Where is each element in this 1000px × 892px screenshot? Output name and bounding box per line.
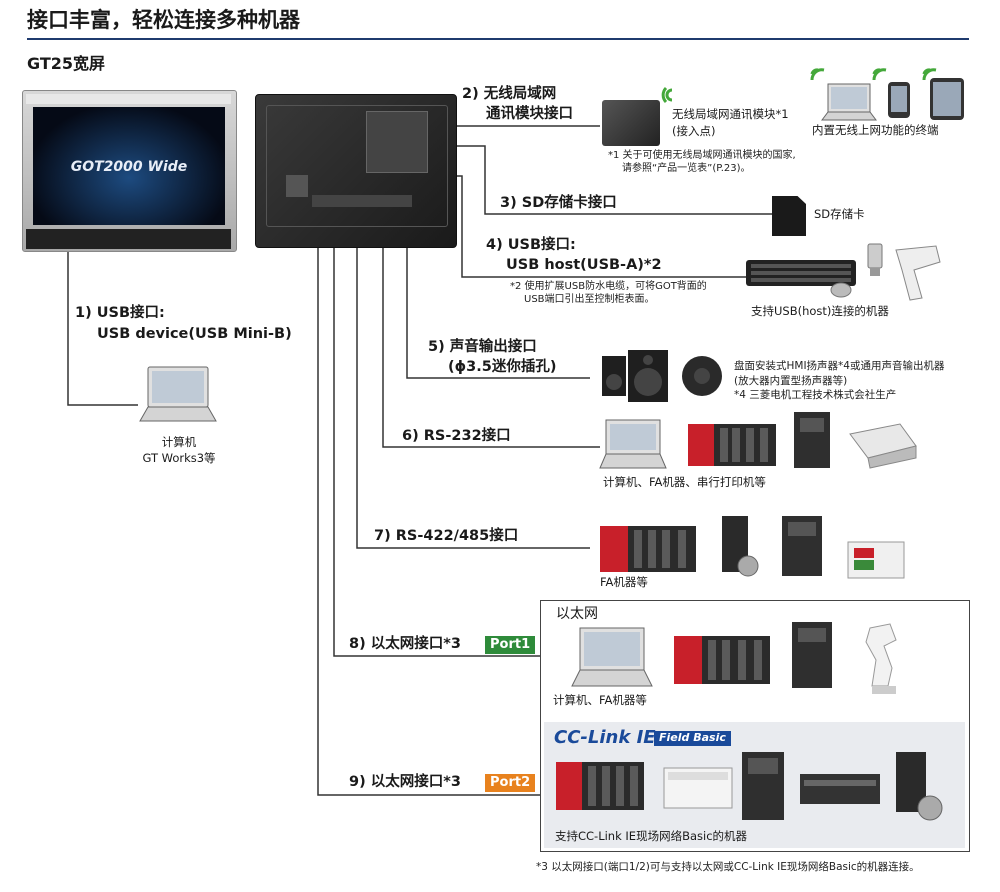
got-front-panel: GOT2000 Wide xyxy=(22,90,237,252)
line-audio xyxy=(406,202,590,379)
port2-badge: Port2 xyxy=(485,774,536,792)
line-usb-device xyxy=(67,246,138,406)
title-rule xyxy=(27,38,969,40)
got-screen: GOT2000 Wide xyxy=(33,107,225,225)
sd-card-label: SD存储卡 xyxy=(814,207,865,221)
cclink-devices-icons xyxy=(556,752,943,821)
usb-device-label-2: USB device(USB Mini-B) xyxy=(97,326,292,342)
line-eth1 xyxy=(333,202,540,657)
page-title: 接口丰富，轻松连接多种机器 xyxy=(27,8,300,32)
speakers-label-1: 盘面安装式HMI扬声器*4或通用声音输出机器 xyxy=(734,360,945,372)
ethernet-box-title: 以太网 xyxy=(556,606,598,622)
wlan-module-label-2: (接入点) xyxy=(672,124,716,138)
eth2-label: 9) 以太网接口*3 xyxy=(349,774,461,790)
wlan-label-2: 通讯模块接口 xyxy=(486,106,573,122)
ethernet-devices-icons xyxy=(571,622,897,694)
line-eth2 xyxy=(317,202,540,796)
page-subtitle: GT25宽屏 xyxy=(27,54,106,73)
computer-label-1: 计算机 xyxy=(161,435,197,449)
usb-host-label-2: USB host(USB-A)*2 xyxy=(506,257,662,273)
rs422-devices-icons xyxy=(600,516,905,579)
usb-host-note-1: *2 使用扩展USB防水电缆，可将GOT背面的 xyxy=(510,281,707,292)
ethernet-devices-label: 计算机、FA机器等 xyxy=(553,693,647,707)
sd-label: 3) SD存储卡接口 xyxy=(500,195,617,211)
usb-host-label-1: 4) USB接口: xyxy=(486,237,576,253)
rs422-devices-label: FA机器等 xyxy=(600,575,648,589)
cclink-devices-label: 支持CC-Link IE现场网络Basic的机器 xyxy=(555,829,748,843)
wlan-module-label-1: 无线局域网通讯模块*1 xyxy=(672,107,789,121)
line-rs232 xyxy=(382,202,600,448)
wlan-module-note-1: *1 关于可使用无线局域网通讯模块的国家, xyxy=(608,150,796,161)
wlan-module-note-2: 请参照“产品一览表”(P.23)。 xyxy=(622,163,751,174)
usb-host-devices-label: 支持USB(host)连接的机器 xyxy=(751,304,889,318)
usb-host-note-2: USB端口引出至控制柜表面。 xyxy=(524,294,655,305)
got-logo: GOT2000 Wide xyxy=(70,159,188,175)
wlan-label-1: 2) 无线局域网 xyxy=(462,86,557,102)
port1-badge: Port1 xyxy=(485,636,536,654)
wlan-module-image xyxy=(602,100,660,146)
laptop-icon xyxy=(139,366,217,422)
usb-host-devices-icons xyxy=(746,243,941,301)
cclink-logo: CC-Link IE xyxy=(554,727,656,748)
rs422-label: 7) RS-422/485接口 xyxy=(374,528,519,544)
rs232-devices-icons xyxy=(599,412,917,469)
eth1-label: 8) 以太网接口*3 xyxy=(349,636,461,652)
speakers-label-3: *4 三菱电机工程技术株式会社生产 xyxy=(734,389,897,401)
line-rs422 xyxy=(356,202,590,549)
got-back-panel xyxy=(255,94,457,248)
computer-label-2: GT Works3等 xyxy=(142,451,216,465)
terminals-label: 内置无线上网功能的终端 xyxy=(812,123,939,137)
rs232-devices-label: 计算机、FA机器、串行打印机等 xyxy=(603,475,766,489)
cclink-logo-sub: Field Basic xyxy=(654,731,731,746)
wifi-icon xyxy=(661,86,673,104)
speakers-label-2: (放大器内置型扬声器等) xyxy=(734,375,848,387)
wireless-terminals-icons xyxy=(810,68,964,121)
audio-label-1: 5) 声音输出接口 xyxy=(428,339,537,355)
audio-label-2: (ϕ3.5迷你插孔) xyxy=(448,359,557,375)
rs232-label: 6) RS-232接口 xyxy=(402,428,511,444)
sd-card-image xyxy=(772,196,806,236)
footnote: *3 以太网接口(端口1/2)可与支持以太网或CC-Link IE现场网络Bas… xyxy=(536,861,920,873)
speaker-icons xyxy=(602,350,722,402)
usb-device-label-1: 1) USB接口: xyxy=(75,305,165,321)
